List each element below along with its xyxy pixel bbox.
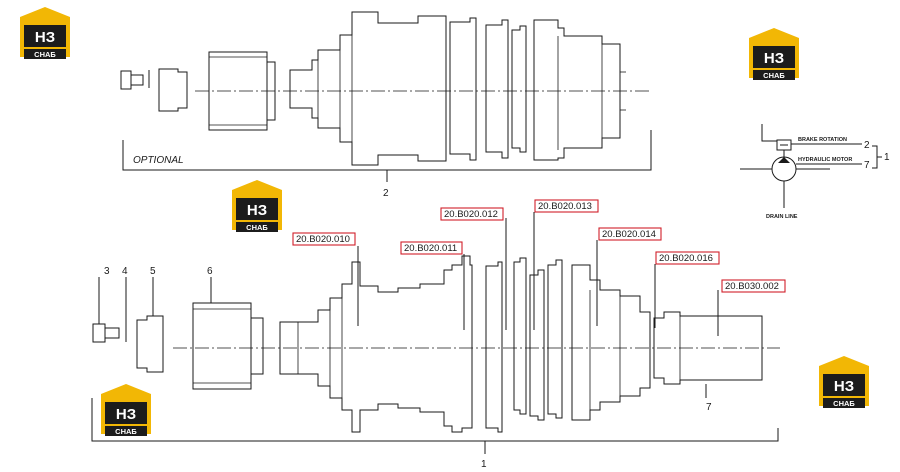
schem-callout-1: 1 <box>884 152 890 163</box>
part-ref-label[interactable]: 20.B020.014 <box>598 227 662 241</box>
callout-4: 4 <box>122 266 128 277</box>
logo-main-text: НЗ <box>35 29 55 46</box>
logo-sub-text: СНАБ <box>34 50 56 59</box>
optional-label: OPTIONAL <box>133 155 184 166</box>
logo-main-text: НЗ <box>764 50 784 67</box>
logo-main-text: НЗ <box>834 378 854 395</box>
logo-main-text: НЗ <box>247 202 267 219</box>
part-ref-text: 20.B020.013 <box>538 201 592 212</box>
part-ref-label[interactable]: 20.B020.013 <box>534 199 599 213</box>
callout-3: 3 <box>104 266 110 277</box>
part-ref-text: 20.B020.012 <box>444 209 498 220</box>
logo-top-right: НЗ СНАБ <box>749 28 799 80</box>
hydraulic-schematic: BRAKE ROTATION HYDRAULIC MOTOR 2 7 1 DRA… <box>740 124 890 220</box>
logo-middle: НЗ СНАБ <box>232 180 282 232</box>
callout-7: 7 <box>706 402 712 413</box>
part-ref-label[interactable]: 20.B020.012 <box>440 207 504 221</box>
logo-sub-text: СНАБ <box>833 399 855 408</box>
logo-bottom-right: НЗ СНАБ <box>819 356 869 408</box>
part-ref-label[interactable]: 20.B020.011 <box>400 241 463 255</box>
callout-1-bottom: 1 <box>481 459 487 470</box>
logo-top-left: НЗ СНАБ <box>20 7 70 59</box>
schem-callout-2: 2 <box>864 140 870 151</box>
logo-bottom-left: НЗ СНАБ <box>101 384 151 436</box>
part-ref-text: 20.B020.014 <box>602 229 656 240</box>
motor-arrow-icon <box>778 157 790 163</box>
brake-rotation-label: BRAKE ROTATION <box>798 137 847 143</box>
part-ref-text: 20.B020.011 <box>404 243 457 254</box>
part-ref-text: 20.B030.002 <box>725 281 779 292</box>
schem-callout-7: 7 <box>864 160 870 171</box>
drain-line-label: DRAIN LINE <box>766 214 798 220</box>
optional-assembly: OPTIONAL 2 <box>120 11 652 199</box>
callout-5: 5 <box>150 266 156 277</box>
callout-2-top: 2 <box>383 188 389 199</box>
logo-sub-text: СНАБ <box>763 71 785 80</box>
hydraulic-motor-label: HYDRAULIC MOTOR <box>798 157 852 163</box>
callout-6: 6 <box>207 266 213 277</box>
part-ref-label[interactable]: 20.B020.010 <box>292 232 356 246</box>
part-ref-label[interactable]: 20.B020.016 <box>655 251 720 265</box>
logo-sub-text: СНАБ <box>115 427 137 436</box>
logo-sub-text: СНАБ <box>246 223 268 232</box>
logo-main-text: НЗ <box>116 406 136 423</box>
part-reference-labels: 20.B020.010 20.B020.011 20.B020.012 20.B… <box>292 199 786 293</box>
part-ref-label[interactable]: 20.B030.002 <box>721 279 786 293</box>
part-ref-text: 20.B020.010 <box>296 234 350 245</box>
main-assembly: 3 4 5 6 7 1 <box>91 212 780 470</box>
part-ref-text: 20.B020.016 <box>659 253 713 264</box>
